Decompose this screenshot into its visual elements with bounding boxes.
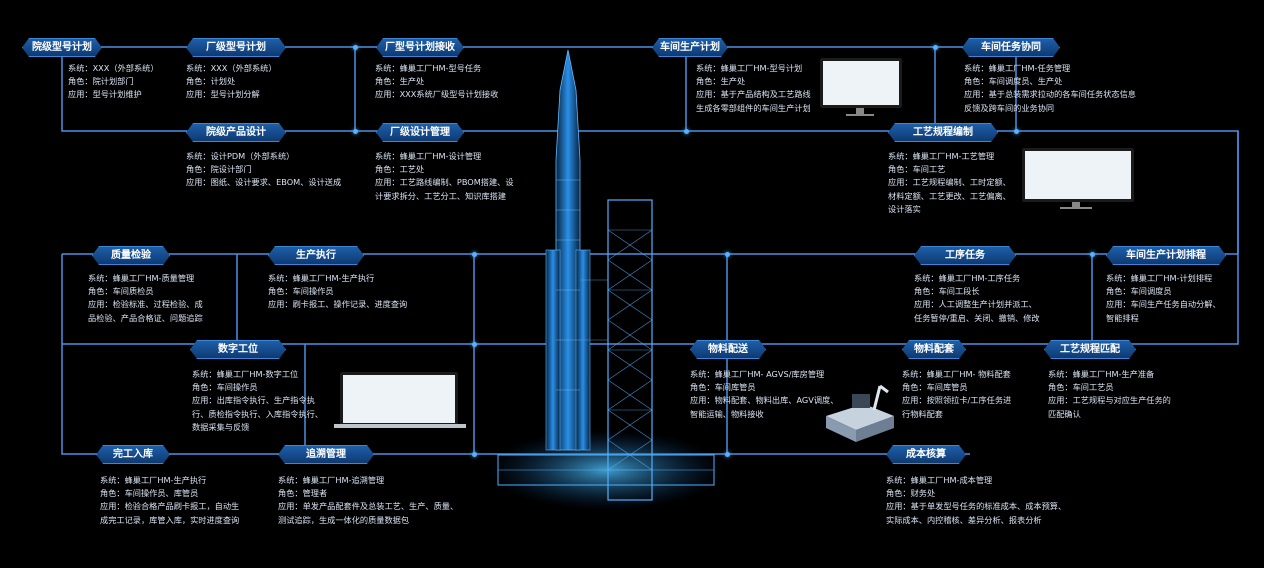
node-zljy-desc: 系统：蜂巢工厂HM-质量管理 角色：车间质检员 应用：检验标准、过程检验、成 品… <box>88 273 203 323</box>
node-cjsjgl-title: 厂级设计管理 <box>376 123 464 142</box>
node-yjcpsj-title: 院级产品设计 <box>186 123 286 142</box>
node-wlps-desc: 系统：蜂巢工厂HM- AGVS/库房管理 角色：车间库管员 应用：物料配套、物料… <box>690 369 839 419</box>
junction-dot <box>724 251 730 257</box>
node-sczx-title: 生产执行 <box>268 246 364 265</box>
node-wlpt-title: 物料配套 <box>902 340 966 359</box>
junction-dot <box>352 44 358 50</box>
node-yjxhjh-desc: 系统：XXX（外部系统） 角色：院计划部门 应用：型号计划维护 <box>68 63 159 100</box>
junction-dot <box>471 451 477 457</box>
node-cjsc-title: 车间生产计划 <box>652 38 728 57</box>
node-cjxhjh-title: 厂级型号计划 <box>186 38 286 57</box>
junction-dot <box>471 251 477 257</box>
laptop-illustration <box>334 372 468 430</box>
node-wgrk-desc: 系统：蜂巢工厂HM-生产执行 角色：车间操作员、库管员 应用：检验合格产品刷卡报… <box>100 475 240 525</box>
junction-dot <box>352 128 358 134</box>
monitor-illustration <box>820 58 902 118</box>
node-cjsjgl-desc: 系统：蜂巢工厂HM-设计管理 角色：工艺处 应用：工艺路线编制、PBOM搭建、设… <box>375 151 514 201</box>
node-yjcpsj-desc: 系统：设计PDM（外部系统） 角色：院设计部门 应用：图纸、设计要求、EBOM、… <box>186 151 342 188</box>
junction-dot <box>683 128 689 134</box>
monitor-illustration <box>1022 148 1134 210</box>
agv-robot-illustration <box>826 384 894 442</box>
node-cjxhjh-desc: 系统：XXX（外部系统） 角色：计划处 应用：型号计划分解 <box>186 63 277 100</box>
node-cxhjhjs-title: 厂型号计划接收 <box>376 38 464 57</box>
node-zljy-title: 质量检验 <box>92 246 170 265</box>
junction-dot <box>932 44 938 50</box>
junction-dot <box>471 341 477 347</box>
node-cxhjhjs-desc: 系统：蜂巢工厂HM-型号任务 角色：生产处 应用：XXX系统厂级型号计划接收 <box>375 63 499 100</box>
node-cjscjhpc-title: 车间生产计划排程 <box>1106 246 1226 265</box>
rocket-launch-tower-illustration <box>488 50 724 510</box>
junction-dot <box>1013 128 1019 134</box>
node-gygcpp-desc: 系统：蜂巢工厂HM-生产准备 角色：车间工艺员 应用：工艺规程与对应生产任务的 … <box>1048 369 1171 419</box>
node-gxrw-desc: 系统：蜂巢工厂HM-工序任务 角色：车间工段长 应用：人工调整生产计划并派工、 … <box>914 273 1040 323</box>
node-szgw-desc: 系统：蜂巢工厂HM-数字工位 角色：车间操作员 应用：出库指令执行、生产指令执 … <box>192 369 324 432</box>
node-gygcpp-title: 工艺规程匹配 <box>1044 340 1136 359</box>
node-cjrwxt-desc: 系统：蜂巢工厂HM-任务管理 角色：车间调度员、生产处 应用：基于总装需求拉动的… <box>964 63 1136 113</box>
node-cbhs-title: 成本核算 <box>886 445 966 464</box>
node-szgw-title: 数字工位 <box>190 340 286 359</box>
node-gxrw-title: 工序任务 <box>914 246 1016 265</box>
node-wlpt-desc: 系统：蜂巢工厂HM- 物料配套 角色：车间库管员 应用：按照领拉卡/工序任务进 … <box>902 369 1012 419</box>
node-sczx-desc: 系统：蜂巢工厂HM-生产执行 角色：车间操作员 应用：刷卡报工、操作记录、进度查… <box>268 273 408 310</box>
node-gygcbz-desc: 系统：蜂巢工厂HM-工艺管理 角色：车间工艺 应用：工艺规程编制、工时定额、 材… <box>888 151 1011 214</box>
node-gygcbz-title: 工艺规程编制 <box>888 123 998 142</box>
junction-dot <box>724 451 730 457</box>
node-wgrk-title: 完工入库 <box>96 445 170 464</box>
node-zsgl-title: 追溯管理 <box>278 445 374 464</box>
node-cbhs-desc: 系统：蜂巢工厂HM-成本管理 角色：财务处 应用：基于单发型号任务的标准成本、成… <box>886 475 1067 525</box>
node-zsgl-desc: 系统：蜂巢工厂HM-追溯管理 角色：管理者 应用：单发产品配套件及总装工艺、生产… <box>278 475 459 525</box>
node-cjsc-desc: 系统：蜂巢工厂HM-型号计划 角色：生产处 应用：基于产品结构及工艺路线 生成各… <box>696 63 811 113</box>
node-cjrwxt-title: 车间任务协同 <box>962 38 1060 57</box>
node-wlps-title: 物料配送 <box>690 340 766 359</box>
node-cjscjhpc-desc: 系统：蜂巢工厂HM-计划排程 角色：车间调度员 应用：车间生产任务自动分解、 智… <box>1106 273 1221 323</box>
node-yjxhjh-title: 院级型号计划 <box>22 38 102 57</box>
junction-dot <box>1089 251 1095 257</box>
